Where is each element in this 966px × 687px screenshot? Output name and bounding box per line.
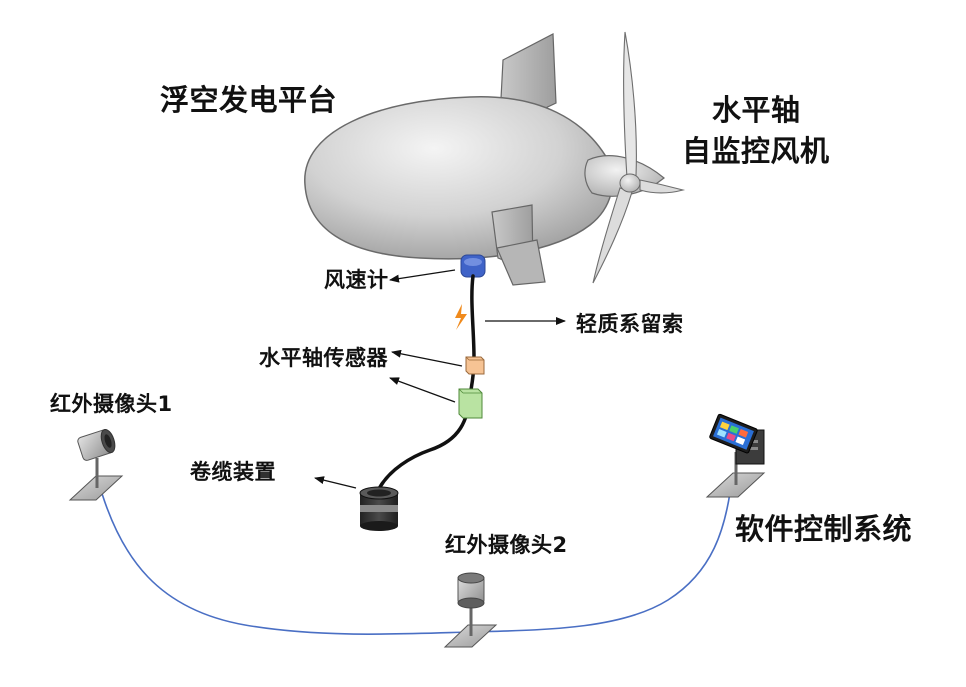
turbine-hub: [619, 173, 641, 193]
turbine-label-line2: 自监控风机: [682, 134, 830, 168]
anemometer-arrow: [389, 269, 456, 283]
sensor-box-upper: [465, 356, 485, 375]
bottom-fin: [496, 239, 546, 286]
turbine-blade-down: [592, 187, 633, 284]
airship-balloon: [304, 33, 665, 286]
winch-drum: [359, 486, 399, 531]
infrared-camera: [68, 428, 124, 501]
control-system-label: 软件控制系统: [735, 512, 913, 546]
turbine-blade-up: [622, 31, 637, 179]
lightning-icon: [455, 304, 467, 330]
tether-cable: [378, 274, 476, 489]
anemometer-cup: [460, 254, 486, 278]
turbine-label-line1: 水平轴: [712, 93, 801, 127]
infrared-camera: [443, 572, 498, 648]
tether-label: 轻质系留索: [576, 312, 684, 336]
sensor-label: 水平轴传感器: [259, 346, 388, 370]
sensor-arrow-upper: [391, 349, 463, 367]
sensor-arrow-lower: [389, 377, 456, 403]
turbine-blade-right: [639, 179, 686, 194]
camera2-label: 红外摄像头2: [445, 533, 568, 557]
ground-data-cable: [97, 477, 733, 635]
winch-arrow: [314, 476, 357, 489]
camera1-label: 红外摄像头1: [50, 392, 173, 416]
platform-label: 浮空发电平台: [160, 83, 338, 117]
anemometer-label: 风速计: [324, 268, 389, 292]
sensor-box-lower: [458, 388, 483, 419]
control-terminal: [705, 413, 766, 498]
winch-label: 卷缆装置: [190, 460, 276, 484]
wind-turbine-rotor: [592, 31, 686, 284]
balloon-body: [304, 96, 614, 260]
